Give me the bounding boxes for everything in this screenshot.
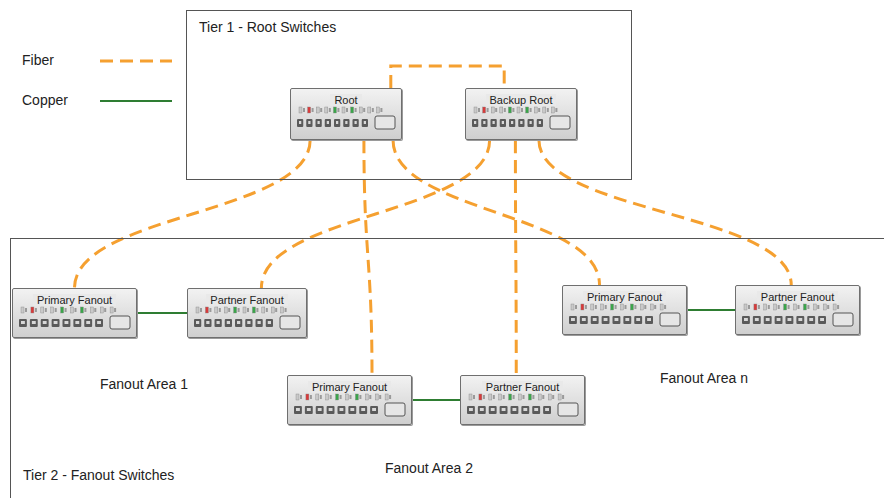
area-label: Fanout Area 1 — [100, 376, 188, 392]
fiber-link — [364, 140, 372, 375]
switch-name: Partner Fanout — [206, 294, 287, 306]
network-switch: Primary Fanout — [562, 285, 687, 335]
switch-title-holder: Primary Fanout — [563, 287, 686, 305]
legend-text: Copper — [22, 92, 68, 108]
network-switch: Primary Fanout — [12, 288, 137, 338]
network-switch: Root — [290, 88, 402, 140]
copper-link — [687, 309, 735, 311]
fiber-link — [75, 140, 311, 288]
legend-swatch — [100, 95, 174, 107]
switch-name: Partner Fanout — [757, 291, 838, 303]
legend-swatch — [100, 55, 174, 67]
network-switch: Primary Fanout — [287, 375, 412, 425]
tier-region: Primary FanoutPartner FanoutPrimary Fano… — [10, 238, 884, 498]
switch-name: Primary Fanout — [308, 381, 391, 393]
fiber-link — [393, 140, 599, 285]
switch-name: Backup Root — [486, 94, 557, 106]
area-label: Fanout Area 2 — [385, 460, 473, 476]
switch-panel — [461, 392, 584, 424]
switch-title-holder: Primary Fanout — [13, 290, 136, 308]
fiber-link — [539, 140, 791, 285]
switch-panel — [736, 302, 859, 334]
switch-title-holder: Backup Root — [466, 90, 576, 108]
fiber-link — [514, 140, 518, 375]
switch-name: Primary Fanout — [583, 291, 666, 303]
tier-heading: Tier 2 - Fanout Switches — [23, 467, 174, 483]
switch-panel — [288, 392, 411, 424]
switch-name: Partner Fanout — [482, 381, 563, 393]
network-switch: Partner Fanout — [735, 285, 860, 335]
legend-entry: Fiber — [22, 52, 54, 68]
area-label: Fanout Area n — [660, 370, 748, 386]
network-switch: Partner Fanout — [187, 288, 307, 338]
switch-name: Root — [330, 94, 361, 106]
fiber-link — [391, 66, 504, 88]
tier-region: Root Backup Root Tier 1 - Root Switches — [186, 10, 632, 180]
switch-title-holder: Root — [291, 90, 401, 108]
switch-panel — [466, 105, 576, 139]
switch-panel — [13, 305, 136, 337]
switch-title-holder: Partner Fanout — [188, 290, 306, 308]
copper-link — [137, 312, 187, 314]
switch-title-holder: Primary Fanout — [288, 377, 411, 395]
switch-name: Primary Fanout — [33, 294, 116, 306]
switch-title-holder: Partner Fanout — [461, 377, 584, 395]
switch-panel — [291, 105, 401, 139]
network-switch: Backup Root — [465, 88, 577, 140]
copper-link — [412, 399, 460, 401]
region-heading-holder: Tier 1 - Root Switches — [199, 19, 336, 35]
region-heading-holder: Tier 2 - Fanout Switches — [23, 467, 174, 483]
switch-panel — [563, 302, 686, 334]
fiber-link — [261, 140, 489, 288]
legend-text: Fiber — [22, 52, 54, 68]
legend-entry: Copper — [22, 92, 68, 108]
switch-panel — [188, 305, 306, 337]
switch-title-holder: Partner Fanout — [736, 287, 859, 305]
network-switch: Partner Fanout — [460, 375, 585, 425]
tier-heading: Tier 1 - Root Switches — [199, 19, 336, 35]
